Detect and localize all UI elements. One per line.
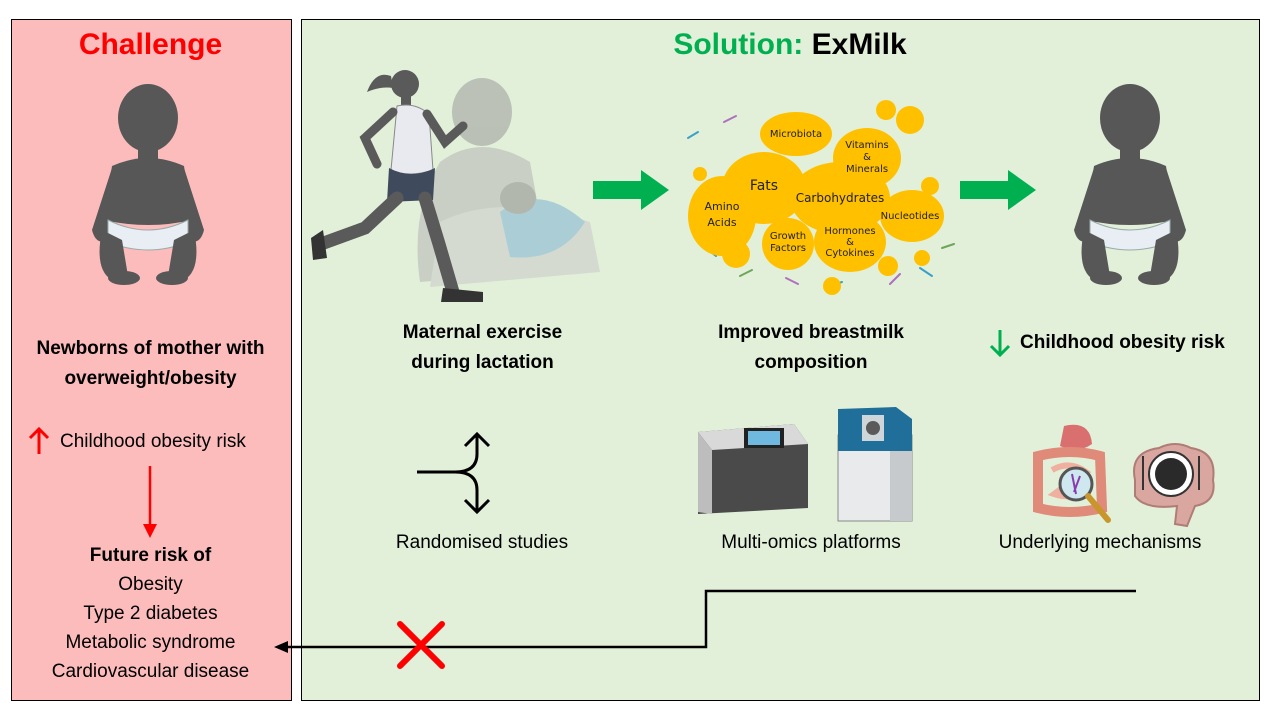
arrow-up-icon xyxy=(28,426,50,454)
branch-arrow-icon xyxy=(417,431,491,515)
step-line: Maternal exercise xyxy=(402,322,563,343)
future-risk-list: Obesity Type 2 diabetes Metabolic syndro… xyxy=(11,570,290,686)
brain-icon xyxy=(1133,443,1215,528)
connector-line xyxy=(274,589,1136,653)
future-risk-item: Obesity xyxy=(118,574,183,595)
solution-title-name: ExMilk xyxy=(811,28,907,61)
step-line: Improved breastmilk xyxy=(718,322,904,343)
method-multiomics: Multi-omics platforms xyxy=(721,532,901,553)
sequencer-icon xyxy=(698,424,808,514)
svg-text:Cytokines: Cytokines xyxy=(825,248,874,259)
svg-text:Fats: Fats xyxy=(750,178,778,194)
gut-icon xyxy=(1033,424,1111,523)
arrow-right-green-icon xyxy=(593,170,669,210)
svg-text:Factors: Factors xyxy=(770,243,806,254)
newborns-line-2: overweight/obesity xyxy=(64,368,237,389)
future-risk-item: Type 2 diabetes xyxy=(83,603,218,624)
challenge-title: Challenge xyxy=(78,28,223,61)
future-risk-item: Metabolic syndrome xyxy=(65,632,236,653)
svg-text:Hormones: Hormones xyxy=(824,226,875,237)
breastfeeding-icon xyxy=(417,78,600,287)
arrow-down-red-icon xyxy=(143,466,157,538)
solution-title-prefix: Solution: xyxy=(673,28,804,61)
svg-text:Carbohydrates: Carbohydrates xyxy=(796,191,885,205)
step-line: during lactation xyxy=(411,352,554,373)
newborns-text: Newborns of mother with overweight/obesi… xyxy=(11,334,290,394)
cross-icon xyxy=(397,621,445,669)
newborns-line-1: Newborns of mother with xyxy=(36,338,265,359)
svg-text:&: & xyxy=(863,152,871,163)
method-randomised: Randomised studies xyxy=(395,532,569,553)
step-breastmilk: Improved breastmilk composition xyxy=(680,318,942,378)
running-mother-icon xyxy=(311,70,483,302)
svg-text:Minerals: Minerals xyxy=(846,164,888,175)
baby-silhouette-icon xyxy=(92,84,204,285)
svg-text:Vitamins: Vitamins xyxy=(845,140,889,151)
svg-text:Amino: Amino xyxy=(705,200,740,213)
step-outcome-label: Childhood obesity risk xyxy=(1020,332,1225,353)
mass-spectrometer-icon xyxy=(837,407,913,522)
future-risk-item: Cardiovascular disease xyxy=(51,661,250,682)
milk-composition-icon: Microbiota Vitamins & Minerals Fats Carb… xyxy=(687,100,955,295)
svg-text:Growth: Growth xyxy=(770,231,806,242)
arrow-down-green-icon xyxy=(989,330,1011,358)
arrow-right-green-icon xyxy=(960,170,1036,210)
svg-text:Nucleotides: Nucleotides xyxy=(881,211,940,222)
solution-title: Solution: ExMilk xyxy=(560,28,1020,62)
method-mechanisms: Underlying mechanisms xyxy=(998,532,1202,553)
svg-text:Microbiota: Microbiota xyxy=(770,129,822,140)
svg-text:Acids: Acids xyxy=(707,216,736,229)
future-risk-heading: Future risk of xyxy=(89,545,212,566)
risk-up-text: Childhood obesity risk xyxy=(60,431,246,452)
step-line: composition xyxy=(754,352,868,373)
baby-silhouette-icon xyxy=(1074,84,1186,285)
step-maternal-exercise: Maternal exercise during lactation xyxy=(360,318,605,378)
svg-text:&: & xyxy=(846,237,854,248)
